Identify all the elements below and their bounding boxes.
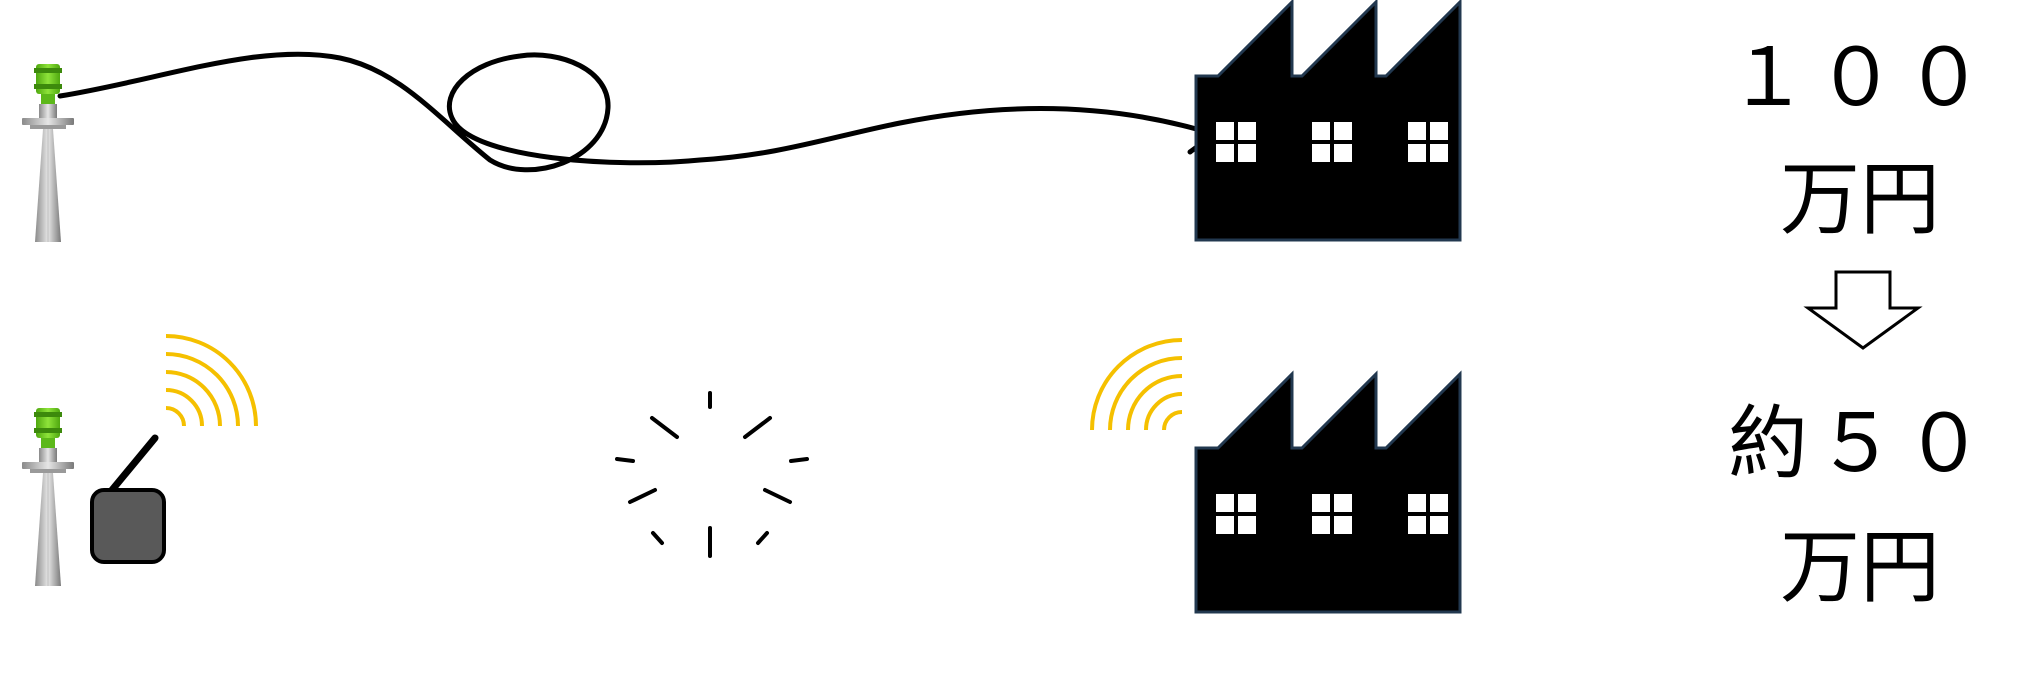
wireless-signal-icon-right <box>1090 338 1183 431</box>
factory-icon-bottom <box>1194 372 1462 614</box>
down-arrow-icon <box>1803 270 1923 350</box>
wireless-sensor-icon <box>21 407 75 587</box>
transmitter-icon <box>90 434 166 564</box>
wireless-cost-unit: 万円 <box>1780 521 1940 614</box>
wireless-cost-amount: 約５０ <box>1728 397 1992 490</box>
cable-icon <box>57 51 1206 173</box>
wired-sensor-icon <box>21 63 75 243</box>
burst-icon <box>615 391 809 558</box>
wired-cost-amount: １００ <box>1728 31 1992 124</box>
wireless-signal-icon-left <box>165 334 258 427</box>
factory-icon-top <box>1194 0 1462 242</box>
wired-cost-unit: 万円 <box>1780 153 1940 246</box>
